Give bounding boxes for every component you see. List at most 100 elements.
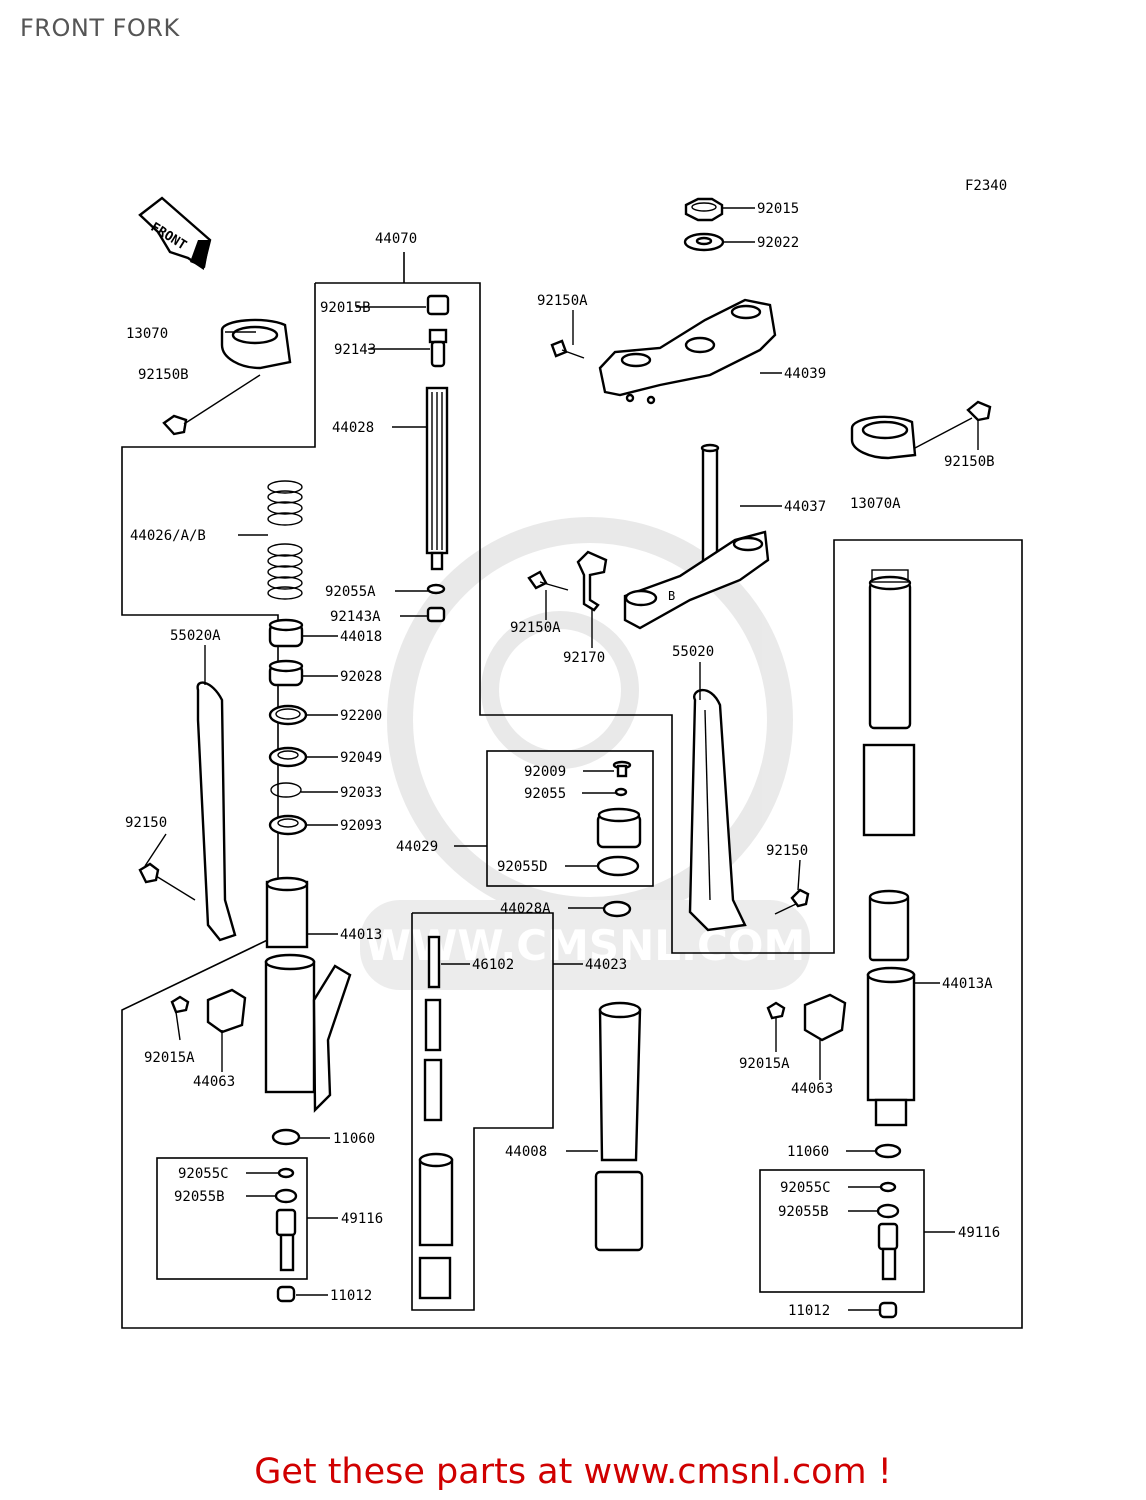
label-49116-right: 49116 — [958, 1225, 1000, 1241]
part-outer-tube-right[interactable] — [862, 569, 916, 837]
label-92150-left: 92150 — [125, 815, 167, 831]
part-bushing-44018[interactable] — [268, 618, 304, 648]
label-92200: 92200 — [340, 708, 382, 724]
label-44063-right: 44063 — [791, 1081, 833, 1097]
part-washer-92200[interactable] — [268, 704, 308, 726]
part-clamp-13070[interactable] — [220, 318, 292, 370]
label-92015: 92015 — [757, 201, 799, 217]
part-labels: 92015 92022 92150A 44039 13070A 92150B 4… — [125, 201, 1000, 1319]
part-seal-92093[interactable] — [268, 814, 308, 836]
label-92150b-right: 92150B — [944, 454, 995, 470]
part-bushing-92028[interactable] — [268, 659, 304, 687]
part-lower-leg-left[interactable] — [264, 953, 352, 1113]
part-washer-92022[interactable] — [683, 232, 725, 252]
part-valve-49116-left[interactable] — [275, 1208, 297, 1272]
part-92143a[interactable] — [426, 606, 446, 623]
part-nut-11012-left[interactable] — [276, 1285, 296, 1303]
label-11060-right: 11060 — [787, 1144, 829, 1160]
part-upper-bracket-44039[interactable] — [598, 298, 777, 405]
part-holder-44063-right[interactable] — [766, 993, 847, 1042]
label-44023: 44023 — [585, 957, 627, 973]
part-rod-46102[interactable] — [418, 935, 454, 1300]
part-bolt-92150a[interactable] — [550, 339, 585, 359]
part-o-ring-92055b-left[interactable] — [274, 1188, 298, 1204]
label-92150-right: 92150 — [766, 843, 808, 859]
label-55020a: 55020A — [170, 628, 221, 644]
label-44037: 44037 — [784, 499, 826, 515]
part-rod-44028[interactable] — [425, 386, 449, 571]
part-nut-92015b[interactable] — [426, 294, 450, 316]
label-92055c-left: 92055C — [178, 1166, 229, 1182]
part-nut-92015[interactable] — [684, 197, 724, 222]
label-92150a-mid: 92150A — [510, 620, 561, 636]
page-title: FRONT FORK — [20, 14, 180, 42]
label-92055d: 92055D — [497, 859, 548, 875]
label-92170: 92170 — [563, 650, 605, 666]
part-valve-49116-right[interactable] — [877, 1222, 899, 1281]
label-92150b-left: 92150B — [138, 367, 189, 383]
part-92143[interactable] — [428, 328, 448, 368]
label-44029: 44029 — [396, 839, 438, 855]
part-o-ring-92055c-left[interactable] — [277, 1167, 295, 1179]
part-stem-44037[interactable]: B — [623, 443, 770, 630]
part-bolt-92150b-right[interactable] — [914, 400, 992, 449]
label-92055c-right: 92055C — [780, 1180, 831, 1196]
part-bracket-92170[interactable] — [576, 550, 608, 612]
part-nut-11012-right[interactable] — [878, 1301, 898, 1319]
label-46102: 46102 — [472, 957, 514, 973]
label-44063-left: 44063 — [193, 1074, 235, 1090]
part-fork-guard-55020[interactable] — [688, 688, 747, 932]
label-92055: 92055 — [524, 786, 566, 802]
footer-link-text[interactable]: Get these parts at www.cmsnl.com ! — [254, 1452, 892, 1492]
part-inner-tube-44013[interactable] — [265, 876, 309, 949]
part-lower-leg-44013a[interactable] — [866, 889, 916, 1127]
label-92143: 92143 — [334, 342, 376, 358]
part-seal-92049[interactable] — [268, 746, 308, 768]
part-inner-tube-44008[interactable] — [594, 1001, 644, 1252]
svg-text:B: B — [668, 589, 675, 603]
part-o-ring-92055b-right[interactable] — [876, 1203, 900, 1219]
part-o-ring-92055d[interactable] — [596, 855, 640, 877]
part-washer-11060-right[interactable] — [874, 1143, 902, 1159]
part-ring-92055a[interactable] — [426, 583, 446, 595]
part-bolt-92150a-mid[interactable] — [527, 570, 569, 591]
label-49116-left: 49116 — [341, 1211, 383, 1227]
label-44028a: 44028A — [500, 901, 551, 917]
label-44070: 44070 — [375, 231, 417, 247]
part-holder-44063-left[interactable] — [170, 988, 247, 1034]
label-92049: 92049 — [340, 750, 382, 766]
label-92022: 92022 — [757, 235, 799, 251]
part-clamp-13070a[interactable] — [850, 415, 917, 460]
label-11012-left: 11012 — [330, 1288, 372, 1304]
label-92093: 92093 — [340, 818, 382, 834]
label-92033: 92033 — [340, 785, 382, 801]
label-92055a: 92055A — [325, 584, 376, 600]
part-circlip-92033[interactable] — [270, 782, 302, 798]
label-44039: 44039 — [784, 366, 826, 382]
front-arrow-icon: FRONT — [138, 196, 212, 270]
label-44028: 44028 — [332, 420, 374, 436]
figure-code: F2340 — [965, 178, 1007, 194]
label-44026-a-b: 44026/A/B — [130, 528, 206, 544]
label-92028: 92028 — [340, 669, 382, 685]
watermark: WWW.CMSNL.COM — [360, 517, 810, 990]
part-washer-11060-left[interactable] — [271, 1128, 301, 1146]
part-fork-guard-55020a[interactable] — [196, 681, 237, 942]
label-13070: 13070 — [126, 326, 168, 342]
part-spring-44026[interactable] — [267, 480, 303, 600]
label-44013: 44013 — [340, 927, 382, 943]
label-92055b-right: 92055B — [778, 1204, 829, 1220]
part-cap-44029[interactable] — [596, 807, 642, 849]
part-o-ring-92055[interactable] — [614, 787, 628, 797]
part-screw-92009[interactable] — [612, 760, 632, 778]
label-92009: 92009 — [524, 764, 566, 780]
part-collar-44028a[interactable] — [602, 900, 632, 918]
part-o-ring-92055c-right[interactable] — [879, 1181, 897, 1193]
label-92150a-top: 92150A — [537, 293, 588, 309]
label-11060-left: 11060 — [333, 1131, 375, 1147]
part-bolt-92150b-left[interactable] — [162, 374, 261, 436]
part-bolt-92150-right[interactable] — [774, 888, 810, 915]
label-92055b-left: 92055B — [174, 1189, 225, 1205]
part-bolt-92150-left[interactable] — [138, 862, 196, 901]
label-55020: 55020 — [672, 644, 714, 660]
